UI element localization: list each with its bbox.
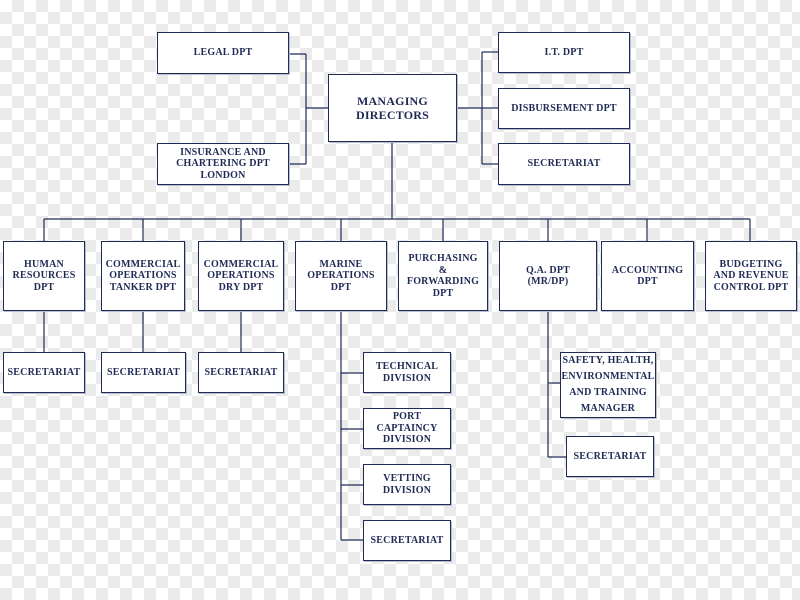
tanker-secretariat-box: SECRETARIAT — [101, 352, 186, 393]
dept-accounting: ACCOUNTING DPT — [601, 241, 694, 311]
port-captaincy-division-box: PORT CAPTAINCY DIVISION — [363, 408, 451, 449]
legal-dpt-box: LEGAL DPT — [157, 32, 289, 74]
qa-secretariat-box: SECRETARIAT — [566, 436, 654, 477]
disbursement-dpt-box: DISBURSEMENT DPT — [498, 88, 630, 129]
dept-budgeting-revenue: BUDGETING AND REVENUE CONTROL DPT — [705, 241, 797, 311]
dept-commercial-tanker: COMMERCIAL OPERATIONS TANKER DPT — [101, 241, 185, 311]
hr-secretariat-box: SECRETARIAT — [3, 352, 85, 393]
it-dpt-box: I.T. DPT — [498, 32, 630, 73]
vetting-division-box: VETTING DIVISION — [363, 464, 451, 505]
marine-secretariat-box: SECRETARIAT — [363, 520, 451, 561]
dept-purchasing-forwarding: PURCHASING & FORWARDING DPT — [398, 241, 488, 311]
managing-directors-box: MANAGING DIRECTORS — [328, 74, 457, 142]
safety-health-manager-box: SAFETY, HEALTH, ENVIRONMENTAL AND TRAINI… — [560, 352, 656, 418]
dept-qa: Q.A. DPT (MR/DP) — [499, 241, 597, 311]
dept-marine-operations: MARINE OPERATIONS DPT — [295, 241, 387, 311]
technical-division-box: TECHNICAL DIVISION — [363, 352, 451, 393]
insurance-chartering-dpt-box: INSURANCE AND CHARTERING DPT LONDON — [157, 143, 289, 185]
dry-secretariat-box: SECRETARIAT — [198, 352, 284, 393]
top-secretariat-box: SECRETARIAT — [498, 143, 630, 185]
dept-human-resources: HUMAN RESOURCES DPT — [3, 241, 85, 311]
dept-commercial-dry: COMMERCIAL OPERATIONS DRY DPT — [198, 241, 284, 311]
